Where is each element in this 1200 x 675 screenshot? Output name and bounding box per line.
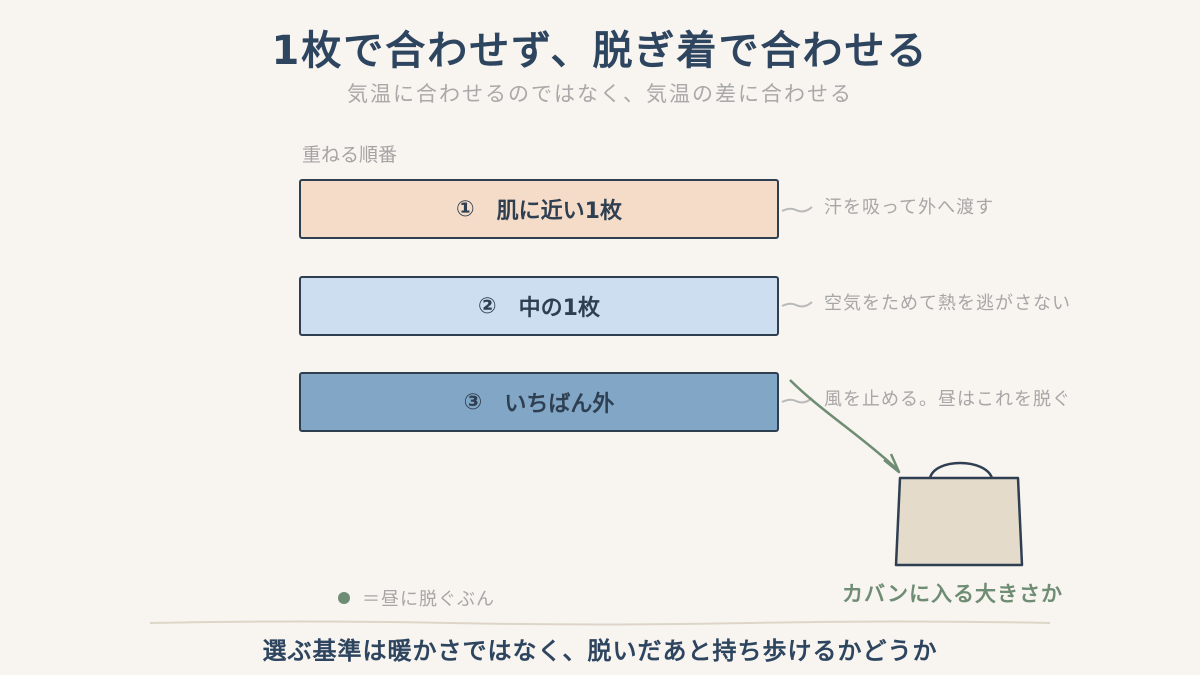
layer-box-1: ① 肌に近い1枚 [299, 179, 779, 239]
layer-box-3: ③ いちばん外 [299, 372, 779, 432]
layering-order-label: 重ねる順番 [302, 144, 398, 166]
connector-line-2 [781, 301, 813, 308]
layer-number-2: ② [478, 293, 497, 319]
divider [149, 620, 1051, 626]
layer-number-1: ① [456, 196, 475, 222]
layer-label-3: いちばん外 [504, 392, 615, 417]
footer-caption: 選ぶ基準は暖かさではなく、脱いだあと持ち歩けるかどうか [262, 637, 938, 665]
connector-line-1 [781, 206, 813, 213]
layer-number-3: ③ [463, 389, 483, 415]
bag-label: カバンに入る大きさか [842, 582, 1064, 606]
layer-box-2: ② 中の1枚 [299, 276, 779, 336]
connector-line-3 [781, 397, 813, 404]
arrow-to-bag [789, 379, 899, 471]
layer-label-1: 肌に近い1枚 [496, 199, 622, 224]
bag-icon [894, 461, 1024, 567]
legend-text: ＝昼に脱ぐぶん [362, 589, 495, 610]
layer-note-3: 風を止める。昼はこれを脱ぐ [824, 389, 1071, 410]
page-subtitle: 気温に合わせるのではなく、気温の差に合わせる [347, 82, 853, 106]
legend: ＝昼に脱ぐぶん [338, 585, 495, 611]
layer-label-2: 中の1枚 [518, 296, 600, 321]
legend-dot-icon [338, 592, 350, 604]
layer-note-1: 汗を吸って外へ渡す [824, 197, 995, 218]
arrow-head [883, 453, 901, 474]
page-title: 1枚で合わせず、脱ぎ着で合わせる [271, 28, 929, 74]
layer-note-2: 空気をためて熱を逃がさない [824, 293, 1071, 314]
